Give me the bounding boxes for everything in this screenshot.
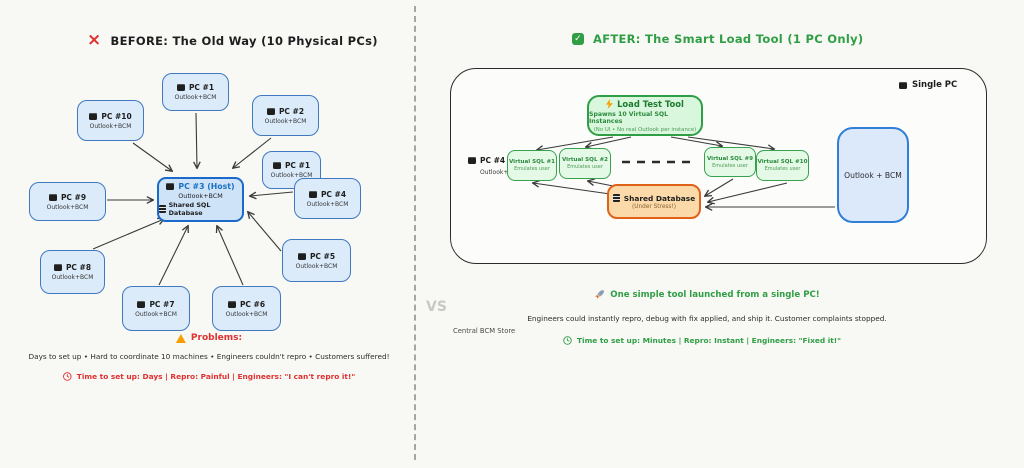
benefit-title: One simple tool launched from a single P… [610,289,820,300]
pc-node-title: PC #10 [89,112,132,121]
warning-icon [175,333,186,343]
pc-node-subtitle: Outlook+BCM [295,262,338,270]
problems-title: Problems: [190,333,243,343]
database-icon [159,205,166,213]
after-title-text: AFTER: The Smart Load Tool (1 PC Only) [593,32,864,46]
shared-db-title: Shared Database [612,194,695,203]
outlook-bcm-node[interactable]: Outlook + BCM [837,127,909,223]
monitor-icon [266,107,275,115]
pc-node-subtitle: Outlook+BCM [135,310,177,318]
host-subtitle: Outlook+BCM [178,192,223,200]
vs-label: VS [426,299,447,315]
before-title-text: BEFORE: The Old Way (10 Physical PCs) [110,33,378,48]
monitor-icon [468,157,476,164]
monitor-icon [227,300,236,308]
database-icon [612,194,620,202]
section-divider [414,6,416,460]
monitor-icon [53,264,62,271]
monitor-icon [308,190,317,198]
load-tool-title: Load Test Tool [606,98,684,109]
monitor-icon [166,183,175,190]
problems-quote-row: Time to set up: Days | Repro: Painful | … [63,372,355,381]
instance-subtitle: Emulates user [712,162,748,169]
pc-node-title: PC #8 [53,263,91,272]
pc-node-title: PC #2 [266,107,304,116]
pc-node-title: PC #7 [137,300,175,309]
x-mark-icon: × [87,30,102,50]
pc-node-title: PC #5 [297,252,335,261]
benefit-quote: Time to set up: Minutes | Repro: Instant… [576,336,842,345]
central-bcm-store-label: Central BCM Store [453,327,516,335]
shared-database-node[interactable]: Shared Database (Under Stress!) [607,184,701,219]
monitor-icon [137,300,146,308]
monitor-icon [272,162,281,169]
pc-node-subtitle: Outlook+BCM [51,274,94,281]
instance-title: Virtual SQL #10 [757,159,808,165]
monitor-icon [89,112,98,120]
monitor-icon [297,252,306,260]
pc-node-title: PC #6 [227,300,265,309]
pc-node-title: PC #9 [48,193,86,202]
lightning-icon [606,98,614,109]
monitor-icon [176,84,185,91]
pc-node-title: PC #1 [272,161,310,170]
host-database-line: Shared SQL Database [159,201,242,217]
benefit-quote-row: Time to set up: Minutes | Repro: Instant… [563,336,841,345]
after-title: ✓ AFTER: The Smart Load Tool (1 PC Only) [572,32,863,46]
load-tool-line2: (No UI • No real Outlook per instance) [593,126,697,133]
instance-subtitle: Emulates user [567,164,603,170]
single-pc-label: Single PC [899,80,957,90]
benefit-title-row: One simple tool launched from a single P… [594,289,820,300]
pc-node-subtitle: Outlook+BCM [264,117,307,125]
host-title: PC #3 (Host) [166,182,235,191]
instance-title: Virtual SQL #9 [706,155,754,162]
before-title: × BEFORE: The Old Way (10 Physical PCs) [87,32,378,49]
clock-icon [63,372,72,381]
pc-node-title: PC #1 [176,83,214,92]
problems-quote: Time to set up: Days | Repro: Painful | … [76,372,356,381]
clock-icon [563,336,572,345]
pc-node-pc8[interactable]: PC #8 Outlook+BCM [40,250,105,294]
pc-node-subtitle: Outlook+BCM [270,172,313,179]
load-tool-line1: Spawns 10 Virtual SQL Instances [589,110,669,125]
pc-node-subtitle: Outlook+BCM [306,200,349,208]
instance-title: Virtual SQL #1 [508,159,556,165]
rocket-icon [595,289,605,299]
instance-subtitle: Emulates user [514,166,550,172]
pc-node-subtitle: Outlook+BCM [225,310,268,318]
pc-node-subtitle: Outlook+BCM [46,203,89,211]
shared-db-subtitle: (Under Stress!) [631,203,677,210]
outlook-bcm-label: Outlook + BCM [844,170,902,180]
stray-pc-subtitle: Outlook+BCM [480,169,522,176]
benefit-line: Engineers could instantly repro, debug w… [527,314,887,323]
instance-title: Virtual SQL #2 [561,157,609,163]
check-square-icon: ✓ [572,33,584,45]
monitor-icon [899,81,907,89]
instance-subtitle: Emulates user [764,166,801,172]
pc-node-subtitle: Outlook+BCM [89,122,132,130]
pc-node-subtitle: Outlook+BCM [174,94,217,101]
problems-line: Days to set up • Hard to coordinate 10 m… [28,352,390,361]
monitor-icon [48,193,57,201]
pc-node-title: PC #4 [308,190,346,199]
problems-title-row: Problems: [175,333,243,343]
load-test-tool-node[interactable]: Load Test Tool Spawns 10 Virtual SQL Ins… [587,95,703,136]
stray-pc-label[interactable]: PC #4 Outlook+BCM [468,156,528,176]
pc-node-pc1[interactable]: PC #1 Outlook+BCM [162,73,229,111]
stray-pc-title: PC #4 [468,156,505,165]
pc-node-host[interactable]: PC #3 (Host) Outlook+BCM Shared SQL Data… [157,177,244,222]
